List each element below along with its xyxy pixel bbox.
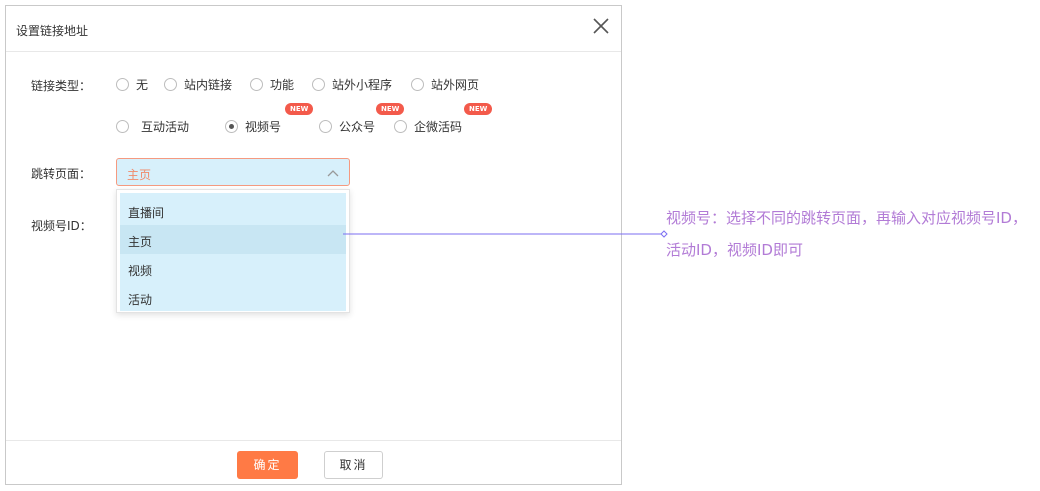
- radio-internal-link-circle: [164, 77, 177, 91]
- dropdown-option-homepage[interactable]: 主页: [120, 225, 346, 254]
- radio-channels[interactable]: 视频号: [225, 118, 281, 134]
- close-icon[interactable]: [591, 16, 611, 36]
- radio-official-account-circle: [319, 119, 332, 133]
- radio-function-label: 功能: [270, 77, 295, 92]
- confirm-button[interactable]: 确定: [237, 451, 298, 479]
- radio-external-miniprogram-label: 站外小程序: [332, 77, 393, 92]
- radio-wecom-qr-circle: [394, 119, 407, 133]
- radio-official-account-label: 公众号: [339, 119, 376, 134]
- jump-page-select[interactable]: 主页: [116, 158, 350, 186]
- new-badge-official-account: NEW: [376, 103, 405, 115]
- dialog-footer: 确定 取消: [6, 440, 621, 484]
- radio-internal-link-label: 站内链接: [184, 77, 233, 92]
- dropdown-option-live-room[interactable]: 直播间: [120, 196, 346, 225]
- dropdown-option-video[interactable]: 视频: [120, 254, 346, 283]
- radio-interactive-activity[interactable]: 互动活动: [116, 118, 189, 134]
- radio-channels-label: 视频号: [245, 119, 282, 134]
- radio-wecom-qr-label: 企微活码: [414, 119, 463, 134]
- dropdown-option-label: 视频: [128, 264, 153, 278]
- jump-page-select-value: 主页: [127, 168, 152, 182]
- link-settings-dialog: 设置链接地址 链接类型： 无 站内链接 功能 站外小程序 站外网页 NEW NE…: [5, 5, 622, 485]
- radio-internal-link[interactable]: 站内链接: [164, 76, 232, 92]
- cancel-button[interactable]: 取消: [324, 451, 383, 479]
- dialog-title: 设置链接地址: [16, 24, 89, 38]
- jump-page-label: 跳转页面：: [31, 167, 92, 181]
- radio-interactive-activity-label: 互动活动: [141, 119, 190, 134]
- dropdown-option-label: 直播间: [128, 206, 165, 220]
- radio-function[interactable]: 功能: [250, 76, 294, 92]
- new-badge-wecom-qr: NEW: [464, 103, 493, 115]
- radio-none-label: 无: [136, 77, 149, 92]
- radio-wecom-qr[interactable]: 企微活码: [394, 118, 462, 134]
- radio-none-circle: [116, 77, 129, 91]
- radio-channels-circle-checked: [225, 119, 238, 133]
- radio-function-circle: [250, 77, 263, 91]
- radio-external-miniprogram[interactable]: 站外小程序: [312, 76, 392, 92]
- jump-page-dropdown: 直播间 主页 视频 活动: [116, 189, 350, 313]
- radio-none[interactable]: 无: [116, 76, 148, 92]
- radio-external-webpage-circle: [411, 77, 424, 91]
- radio-external-miniprogram-circle: [312, 77, 325, 91]
- dialog-header: 设置链接地址: [6, 6, 621, 52]
- channel-id-label: 视频号ID：: [31, 219, 92, 233]
- dropdown-list: 直播间 主页 视频 活动: [120, 193, 346, 311]
- dropdown-option-label: 主页: [128, 235, 153, 249]
- chevron-up-icon: [327, 170, 339, 177]
- annotation-text: 视频号：选择不同的跳转页面，再输入对应视频号ID，活动ID，视频ID即可: [666, 209, 1027, 259]
- radio-external-webpage-label: 站外网页: [431, 77, 480, 92]
- dropdown-option-label: 活动: [128, 293, 153, 307]
- link-type-label: 链接类型：: [31, 79, 92, 93]
- annotation-connector-line: [343, 230, 668, 238]
- new-badge-channels: NEW: [285, 103, 314, 115]
- radio-official-account[interactable]: 公众号: [319, 118, 375, 134]
- dropdown-option-activity[interactable]: 活动: [120, 283, 346, 312]
- radio-external-webpage[interactable]: 站外网页: [411, 76, 479, 92]
- radio-interactive-activity-circle: [116, 119, 129, 133]
